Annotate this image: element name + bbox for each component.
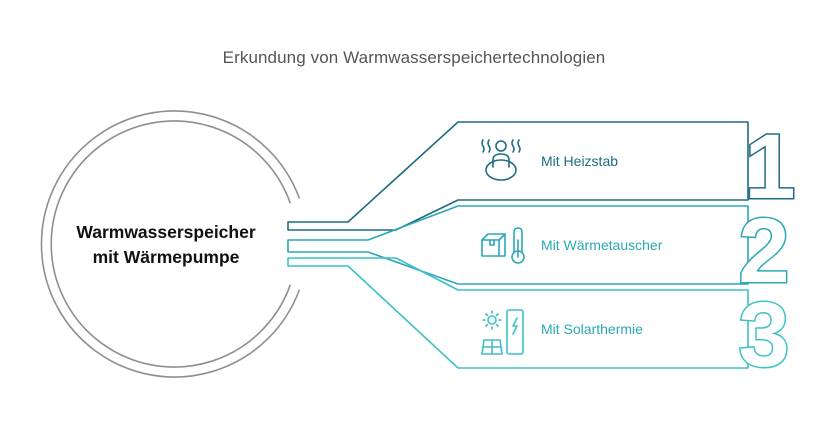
item-2-label: Mit Wärmetauscher <box>541 237 663 253</box>
number-2-text: 2 <box>738 200 789 302</box>
center-title-line2: mit Wärmepumpe <box>92 247 240 267</box>
number-1: 1 <box>743 115 797 220</box>
band-3-outline <box>287 257 749 369</box>
band-1-outline <box>287 121 749 231</box>
center-ring-inner <box>50 120 292 368</box>
center-title-line1: Warmwasserspeicher <box>76 222 256 242</box>
number-2: 2 <box>737 199 791 304</box>
center-ring-outer <box>40 110 301 378</box>
center-title: Warmwasserspeicher mit Wärmepumpe <box>52 220 280 270</box>
item-3-label: Mit Solarthermie <box>541 321 643 337</box>
diagram-title: Erkundung von Warmwasserspeichertechnolo… <box>222 48 606 67</box>
center-ring <box>40 110 301 378</box>
number-1-text: 1 <box>744 116 795 218</box>
band-2 <box>287 205 749 285</box>
band-3 <box>287 257 749 369</box>
solar-battery-icon <box>481 309 524 355</box>
band-1 <box>287 121 749 231</box>
box-thermometer-icon <box>481 227 525 264</box>
person-heat-icon <box>481 139 521 181</box>
item-1-label: Mit Heizstab <box>541 153 619 169</box>
number-3: 3 <box>737 283 791 388</box>
band-2-outline <box>287 205 749 285</box>
number-3-text: 3 <box>738 284 789 386</box>
